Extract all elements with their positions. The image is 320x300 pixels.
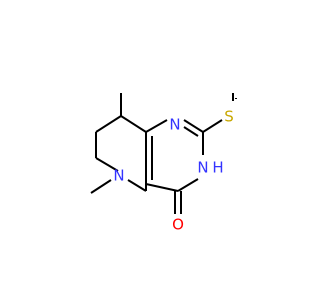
bond-n1-c2 (183, 119, 204, 133)
atom-n1-label: N (169, 116, 180, 134)
molecule-structure: N S N H N O (90, 93, 237, 234)
atom-n3-label: N (197, 159, 208, 177)
bond-c8a-n1 (145, 119, 168, 133)
bonds (90, 93, 237, 214)
bond-c6-n (95, 157, 119, 172)
bond-c4-c4a (145, 183, 179, 192)
atom-o-label: O (172, 216, 184, 234)
atom-h-label: H (212, 159, 223, 177)
bond-n1-c2-inner (183, 126, 199, 137)
atom-s-label: S (224, 108, 234, 126)
bond-n-methyl (90, 179, 112, 194)
atom-n-piperidine-label: N (113, 167, 124, 185)
bond-n3-c4 (177, 178, 199, 192)
bond-c8-c7 (95, 115, 122, 133)
bond-c8-c8a (120, 115, 147, 133)
bond-n-c5 (127, 179, 147, 192)
bond-c2-s (202, 119, 223, 133)
atom-labels: N S N H N O (113, 108, 233, 234)
